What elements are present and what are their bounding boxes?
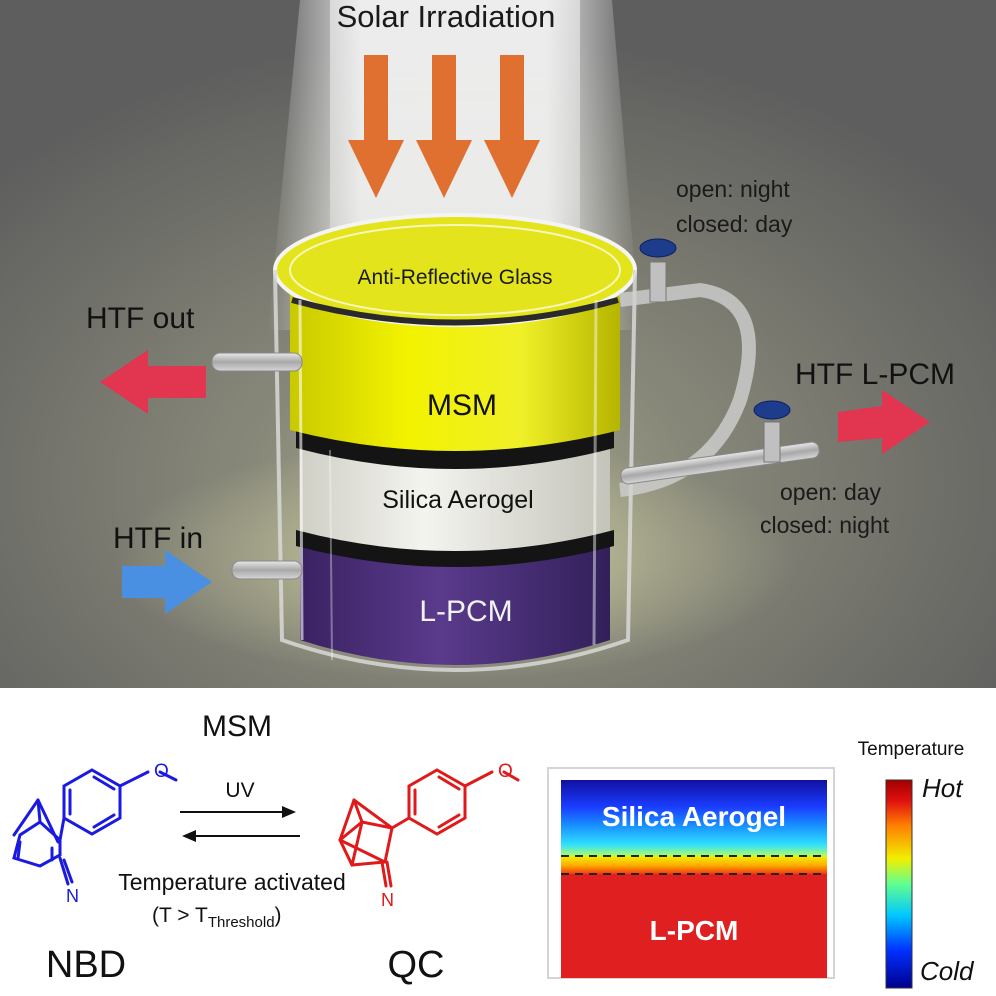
nbd-link-bond [58, 816, 66, 842]
nbd-cn-bond [58, 856, 70, 886]
nbd-bridge-3 [36, 798, 60, 844]
reactor-vessel [273, 213, 637, 672]
qc-cross-2 [338, 838, 387, 864]
forward-arrow-head [282, 806, 296, 818]
valve-stem-bottom [763, 421, 781, 463]
solar-irradiation-title: Solar Irradiation [337, 0, 556, 34]
color-scale-bar [885, 779, 913, 989]
threshold-condition: (T > TThreshold) [152, 904, 282, 931]
valve-bottom-line2: closed: night [760, 512, 890, 538]
scale-cold-label: Cold [920, 956, 975, 986]
qc-phenyl-ring [407, 768, 467, 836]
qc-bridge-3 [352, 798, 394, 830]
nbd-structure [12, 768, 178, 886]
msm-layer [290, 290, 620, 451]
lpcm-layer [300, 540, 610, 665]
solar-arrow-3 [484, 55, 540, 198]
glass-label: Anti-Reflective Glass [358, 266, 553, 289]
qc-ring-double-3 [437, 813, 461, 829]
nbd-ring-double-3 [92, 813, 116, 829]
top-valve[interactable] [639, 238, 677, 303]
sim-interface-region [561, 856, 827, 874]
nbd-o-bond [118, 770, 150, 788]
htf-out-label: HTF out [86, 302, 195, 335]
qc-methoxy-o: O [498, 761, 513, 782]
qc-cage [338, 820, 394, 867]
sim-lpcm-label: L-PCM [650, 915, 739, 946]
nbd-cn-bond-2 [62, 858, 74, 884]
aerogel-layer [300, 445, 610, 565]
nbd-methoxy-o: O [154, 761, 169, 782]
scale-hot-label: Hot [922, 773, 964, 803]
htf-lpcm-label: HTF L-PCM [795, 358, 955, 391]
valve-stem-top [649, 261, 667, 303]
glass-seal [291, 297, 619, 326]
temperature-activated-label: Temperature activated [118, 869, 346, 895]
nbd-bridge-2 [12, 798, 40, 837]
reaction-heading: MSM [202, 710, 272, 743]
solar-arrow-2 [416, 55, 472, 198]
reverse-arrow-head [182, 830, 196, 842]
qc-nitrile-n: N [381, 890, 394, 910]
bottom-valve[interactable] [753, 400, 791, 463]
solar-arrows [348, 55, 540, 198]
qc-structure [338, 768, 520, 888]
sim-aerogel-region [561, 780, 827, 856]
wall-highlight-left [298, 299, 304, 641]
scale-title: Temperature [858, 739, 965, 760]
nbd-double-bond [16, 840, 22, 860]
valve-handle-top[interactable] [639, 238, 677, 258]
msm-layer-label: MSM [427, 389, 497, 422]
qc-cn-bond-2 [385, 860, 393, 888]
qc-methyl-bond [502, 770, 520, 782]
qc-name: QC [388, 944, 445, 986]
uv-label: UV [225, 779, 254, 802]
temperature-simulation: Silica Aerogel L-PCM Temperature Hot Col… [547, 739, 975, 989]
sim-aerogel-label: Silica Aerogel [602, 801, 786, 832]
valve-handle-bottom[interactable] [753, 400, 791, 420]
qc-cn-bond [380, 860, 388, 888]
htf-out-arrow [100, 350, 206, 414]
htf-in-pipe [231, 560, 303, 580]
qc-bridge-1 [352, 798, 364, 824]
qc-ring-double-2 [437, 775, 461, 791]
nbd-name: NBD [46, 944, 126, 986]
separator-band-1 [296, 428, 614, 469]
qc-link-bond [390, 816, 411, 830]
outer-glass-wall [273, 269, 637, 672]
lpcm-layer-label: L-PCM [419, 595, 512, 628]
reactor-render-panel: Solar Irradiation Anti-Reflective Glass … [0, 0, 996, 688]
nbd-methyl-bond [158, 770, 178, 782]
qc-o-bond [463, 770, 494, 788]
nbd-ring-double-2 [92, 775, 116, 791]
htf-lpcm-arrow [838, 390, 930, 454]
glass-rim [289, 224, 621, 316]
reaction-scheme: MSM O N NBD UV Temperature activa [12, 710, 520, 986]
sim-lpcm-region [561, 874, 827, 978]
wall-highlight-inner [329, 449, 333, 661]
aerogel-layer-label: Silica Aerogel [382, 486, 533, 514]
solar-arrow-1 [348, 55, 404, 198]
valve-bottom-line1: open: day [780, 479, 882, 505]
valve-top-line1: open: night [676, 176, 790, 202]
wall-highlight-right [592, 299, 598, 646]
qc-cross-1 [350, 820, 364, 867]
separator-band-2 [296, 530, 614, 567]
valve-top-line2: closed: day [676, 211, 793, 237]
nbd-phenyl-ring [62, 768, 122, 836]
htf-in-arrow [122, 550, 212, 614]
htf-in-label: HTF in [113, 522, 203, 555]
nbd-nitrile-n: N [66, 886, 79, 906]
htf-out-pipe [211, 352, 303, 372]
qc-bridge-2 [338, 798, 356, 842]
